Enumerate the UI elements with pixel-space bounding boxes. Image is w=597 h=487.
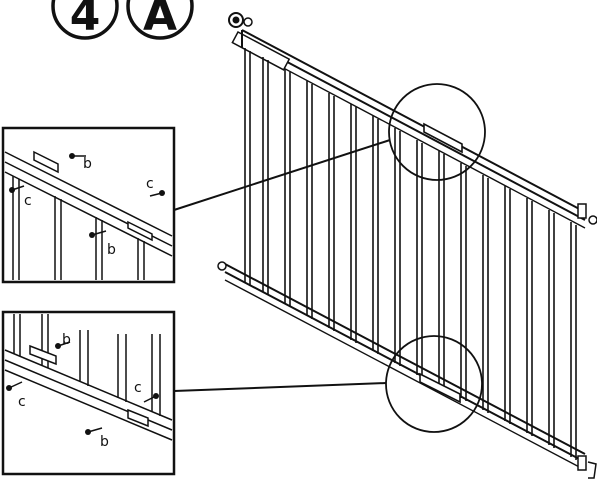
detail-box-top: b c c b: [1, 126, 176, 284]
hinge-bracket: [228, 12, 291, 71]
label-b: b: [100, 434, 109, 450]
leader-line-top: [173, 139, 391, 211]
label-c: c: [24, 193, 32, 209]
gate-bars: [244, 48, 577, 460]
step-number: 4: [70, 0, 101, 41]
step-letter: A: [143, 0, 177, 41]
step-badges: 4 A: [51, 0, 194, 41]
top-connector: [423, 122, 463, 154]
label-c: c: [146, 176, 154, 192]
magnifier-top: [388, 83, 486, 181]
detail-box-bottom: b c c b: [1, 310, 176, 476]
gate-end-caps: [217, 203, 597, 479]
label-b: b: [107, 242, 116, 258]
label-c: c: [18, 394, 26, 410]
leader-line-bottom: [173, 382, 387, 392]
label-b: b: [83, 156, 92, 172]
bottom-connector: [419, 372, 461, 404]
step-letter-circle: [126, 0, 194, 40]
step-number-circle: [51, 0, 119, 40]
gate-bottom-rail: [224, 263, 586, 471]
label-c: c: [134, 380, 142, 396]
gate: [217, 12, 597, 479]
gate-top-rail: [241, 29, 586, 229]
label-b: b: [62, 332, 71, 348]
